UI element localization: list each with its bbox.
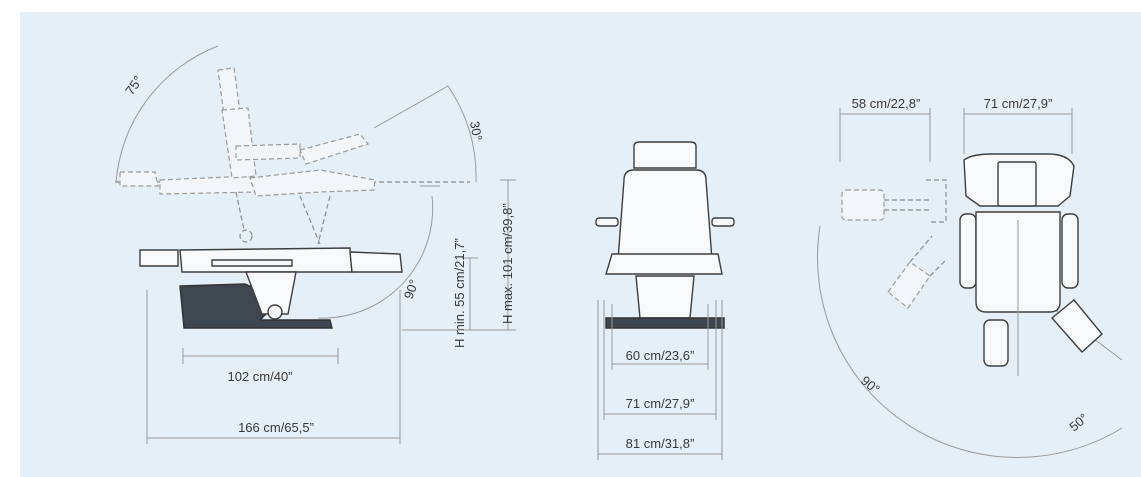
angle-90-top-label: 90°: [858, 373, 883, 397]
ghost-arm-link: [884, 179, 947, 223]
dim-offset-line: [839, 108, 931, 162]
dim-offset-label: 58 cm/22,8”: [852, 96, 921, 111]
dim-armrests-label: 71 cm/27,9”: [626, 396, 695, 411]
angle-90-side-label: 90°: [401, 277, 422, 301]
front-seat: [605, 253, 723, 275]
side-view: 75° 30° 90° 102 cm/40” 166 cm/65,5” H mi…: [115, 45, 516, 444]
chair-column: [244, 271, 297, 315]
top-armrest-left: [959, 213, 977, 289]
dim-hmax-label: H max. 101 cm/39,8”: [500, 203, 515, 324]
angle-30-label: 30°: [467, 120, 485, 142]
ghost-armrest: [235, 143, 301, 161]
chair-pivot: [267, 304, 283, 320]
top-armrest-right: [1061, 213, 1079, 289]
arc-30: [373, 85, 477, 183]
ghost-headrest: [119, 171, 159, 187]
ghost-pivot: [239, 229, 253, 243]
dim-hmax-line: [402, 179, 516, 331]
front-armrest-right: [711, 217, 735, 227]
chair-base: [179, 283, 333, 329]
ghost-backrest-up: [221, 107, 257, 179]
ghost-leg-link: [909, 235, 947, 277]
front-view: 60 cm/23,6” 71 cm/27,9” 81 cm/31,8”: [595, 141, 735, 460]
dim-width-label: 81 cm/31,8”: [626, 436, 695, 451]
ghost-backrest-flat: [159, 175, 257, 195]
chair-headrest: [139, 249, 179, 267]
front-column: [635, 275, 695, 319]
ghost-armrest-rotated: [841, 189, 885, 221]
ghost-leg-rotated: [887, 261, 931, 309]
arc-90: [317, 195, 434, 319]
dim-top-width-label: 71 cm/27,9”: [984, 96, 1053, 111]
diagram-canvas: 75° 30° 90° 102 cm/40” 166 cm/65,5” H mi…: [20, 12, 1141, 477]
dim-width-line: [597, 300, 723, 460]
chair-footrest: [349, 251, 403, 273]
angle-75-label: 75°: [122, 73, 146, 98]
angle-50-label: 50°: [1066, 410, 1091, 434]
dim-base-label: 102 cm/40”: [227, 369, 292, 384]
ghost-tilted-seat: [299, 133, 370, 165]
front-armrest-left: [595, 217, 619, 227]
ghost-legs: [235, 191, 331, 245]
dim-hmin-label: H min. 55 cm/21,7”: [452, 238, 467, 348]
top-view: 90° 50° 58 cm/22,8” 71 cm/27,9”: [817, 96, 1123, 458]
front-headrest: [633, 141, 697, 169]
arc-90-top: [817, 225, 1123, 458]
top-headrest: [997, 161, 1037, 207]
technical-drawing: 75° 30° 90° 102 cm/40” 166 cm/65,5” H mi…: [115, 45, 1123, 460]
dim-base-line: [182, 348, 339, 364]
ghost-seat: [249, 169, 376, 197]
dim-length-label: 166 cm/65,5”: [238, 420, 314, 435]
arc-75: [115, 45, 219, 183]
top-leg-right: [1050, 299, 1103, 353]
dim-length-line: [146, 290, 401, 444]
front-base: [605, 317, 725, 329]
chair-armrest: [211, 259, 293, 267]
dim-top-width-line: [963, 108, 1073, 154]
front-backrest: [617, 169, 713, 261]
top-leg-left: [983, 319, 1009, 367]
dim-seat-line: [611, 304, 709, 370]
ghost-headrest-up: [217, 67, 241, 116]
dim-seat-label: 60 cm/23,6”: [626, 348, 695, 363]
dim-armrests-line: [603, 300, 717, 420]
